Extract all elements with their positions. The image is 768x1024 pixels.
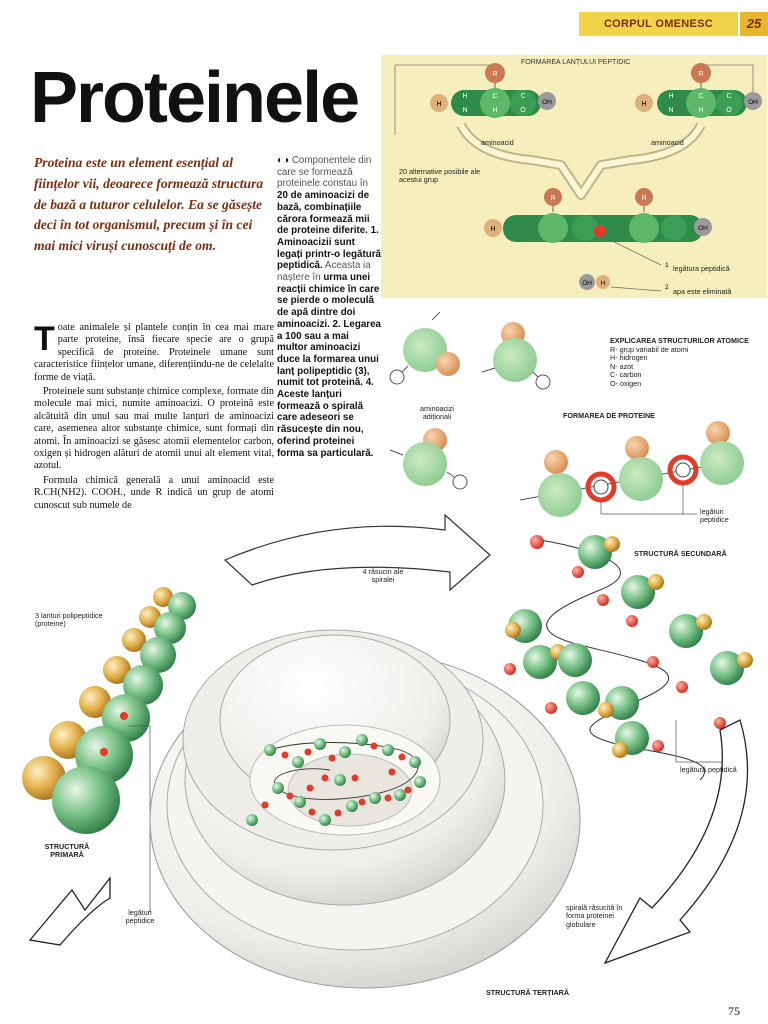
svg-text:H: H xyxy=(601,280,606,287)
sidebar-text-2: 20 de aminoacizi de bază, combinațiile c… xyxy=(277,190,381,272)
sidebar-text-4: urma unei reacții chimice în care se pie… xyxy=(277,272,382,459)
additional-amino-acids xyxy=(389,311,551,490)
peptide-diagram-title: FORMAREA LANȚULUI PEPTIDIC xyxy=(521,59,631,66)
amino-label-1: aminoacid xyxy=(481,138,514,147)
svg-text:H: H xyxy=(490,226,495,233)
sidebar-text-1: Componentele din care se formează protei… xyxy=(277,155,372,190)
protein-formation-chain xyxy=(519,421,744,517)
header-band xyxy=(579,12,738,36)
page-header: CORPUL OMENESC 25 xyxy=(579,12,768,36)
svg-text:C: C xyxy=(492,93,497,100)
legend-item: O- oxigen xyxy=(610,378,642,388)
svg-text:H: H xyxy=(668,93,673,100)
polypeptide-chains-label: 3 lanțuri polipeptidice (proteine) xyxy=(35,611,103,629)
legend-item: C- carbon xyxy=(610,370,642,380)
svg-text:C: C xyxy=(520,93,525,100)
header-page-number: 25 xyxy=(746,16,762,31)
peptide-bonds-label-1: legături peptidice xyxy=(700,507,729,525)
peptide-chain-panel: R H H N C H C O OH R H H xyxy=(381,55,767,298)
peptide-bond-label-2: legătură peptidică xyxy=(680,765,737,774)
arrow-to-secondary xyxy=(223,513,491,592)
arrow-to-tertiary xyxy=(603,719,749,965)
svg-text:N: N xyxy=(462,107,467,114)
tertiary-structure-spiral xyxy=(149,629,581,989)
label-1: 1 xyxy=(665,262,669,269)
alternatives-label: 20 alternative posibile ale acestui grup xyxy=(399,167,481,185)
bullet-icon: ◐◑ xyxy=(277,155,290,166)
svg-text:OH: OH xyxy=(582,280,592,287)
amino-acid-molecule-1: R H H N C H C O OH xyxy=(430,63,556,118)
svg-text:OH: OH xyxy=(698,225,708,232)
page-title: Proteinele xyxy=(30,58,360,138)
protein-structure-illustration xyxy=(22,311,753,989)
secondary-structure-label: STRUCTURĂ SECUNDARĂ xyxy=(634,549,727,558)
svg-text:O: O xyxy=(520,107,526,114)
svg-text:O: O xyxy=(726,107,732,114)
dipeptide-molecule: R R H OH xyxy=(484,188,712,243)
peptide-chain-diagram: R H H N C H C O OH R H H xyxy=(394,63,762,292)
footer-page-number: 75 xyxy=(728,1004,740,1018)
amino-label-2: aminoacid xyxy=(651,138,684,147)
sidebar-text-3: Aceasta ia naștere în xyxy=(277,260,371,284)
svg-text:H: H xyxy=(492,107,497,114)
drop-cap: T xyxy=(34,320,55,358)
header-section-title: CORPUL OMENESC xyxy=(603,18,714,30)
svg-text:OH: OH xyxy=(748,99,758,106)
water-oh xyxy=(579,274,595,290)
legend-title: EXPLICAREA STRUCTURILOR ATOMICE xyxy=(610,336,749,345)
svg-text:C: C xyxy=(726,93,731,100)
svg-text:OH: OH xyxy=(542,99,552,106)
svg-text:H: H xyxy=(698,107,703,114)
water-eliminated-label: apa este eliminată xyxy=(673,287,732,296)
label-2: 2 xyxy=(665,284,669,291)
water-h xyxy=(596,275,610,289)
legend-item: N- azot xyxy=(610,361,634,371)
peptide-bonds-label-2: legături peptidice xyxy=(125,908,155,926)
secondary-structure-helix xyxy=(504,535,753,781)
header-page-number-box xyxy=(740,12,768,36)
svg-text:H: H xyxy=(436,101,441,108)
svg-text:N: N xyxy=(668,107,673,114)
svg-text:R: R xyxy=(641,195,646,202)
twisted-spiral-label: spirală răsucită în forma proteinei glob… xyxy=(566,903,623,929)
primary-structure-label: STRUCTURĂ PRIMARĂ xyxy=(44,842,90,860)
svg-text:R: R xyxy=(698,71,703,78)
four-turns-label: 4 răsucin ale spiralei xyxy=(362,567,404,585)
svg-text:H: H xyxy=(641,101,646,108)
body-paragraph: Formula chimică generală a unui aminoaci… xyxy=(34,474,274,511)
amino-acid-molecule-2: R H H N C H C O OH xyxy=(635,63,762,118)
svg-text:H: H xyxy=(462,93,467,100)
lead-paragraph: Proteina este un element esențial al fii… xyxy=(34,155,264,254)
svg-text:R: R xyxy=(492,71,497,78)
body-paragraph: Proteinele sunt substanțe chimice comple… xyxy=(34,386,274,472)
svg-text:C: C xyxy=(698,93,703,100)
tertiary-structure-label: STRUCTURĂ TERȚIARĂ xyxy=(486,988,570,997)
sidebar-caption: ◐◑ Componentele din care se formează pro… xyxy=(277,155,381,459)
svg-text:R: R xyxy=(550,195,555,202)
peptide-bond-label: legătura peptidică xyxy=(673,264,730,273)
legend-item: H- hidrogen xyxy=(610,353,648,363)
additional-amino-label: aminoacizi adiționali xyxy=(420,404,454,422)
primary-structure-chain xyxy=(22,587,196,912)
protein-formation-label: FORMAREA DE PROTEINE xyxy=(563,411,655,420)
legend-item: R- grup variabil de atomi xyxy=(610,345,689,354)
arrow-up-left xyxy=(28,876,111,946)
legend-list: R- grup variabil de atomi H- hidrogen N-… xyxy=(610,345,760,388)
